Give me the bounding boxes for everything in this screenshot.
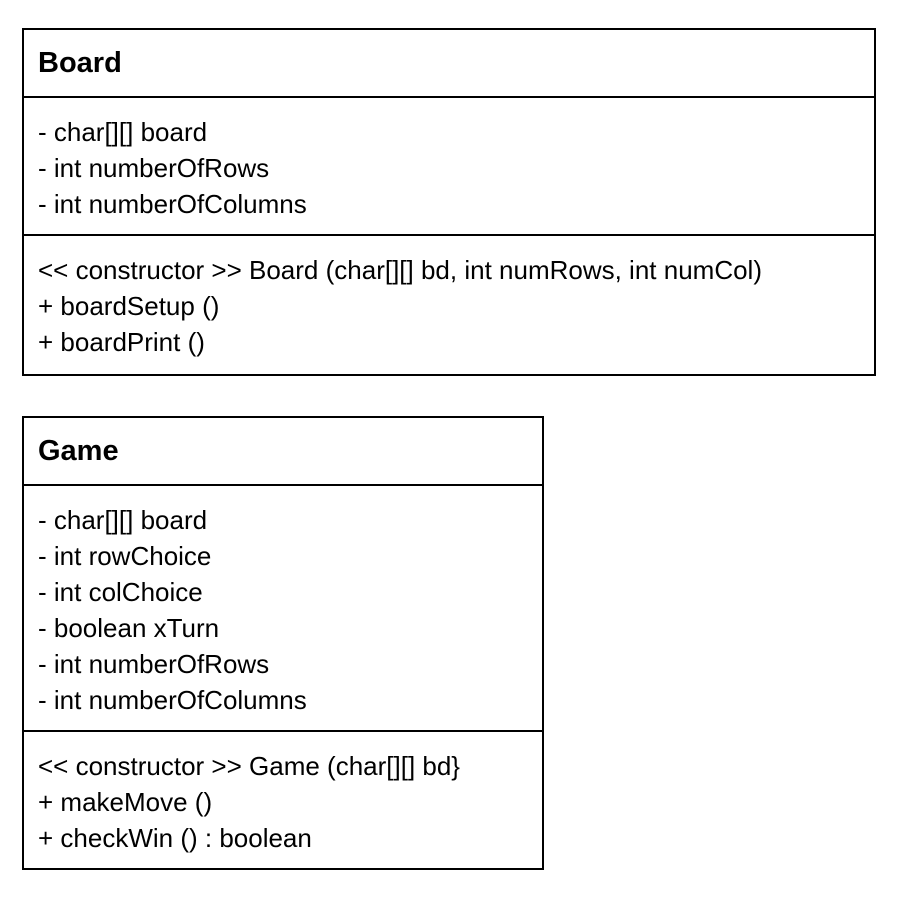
method: + boardSetup (): [38, 291, 220, 321]
board-class-box: Board - char[][] board - int numberOfRow…: [22, 28, 876, 376]
attribute: - char[][] board: [38, 505, 208, 535]
methods-section: << constructor >> Board (char[][] bd, in…: [24, 236, 874, 360]
game-class-box: Game - char[][] board - int rowChoice - …: [22, 416, 544, 870]
attribute: - int rowChoice: [38, 541, 212, 571]
attributes-section: - char[][] board - int numberOfRows - in…: [24, 98, 874, 236]
attribute: - int numberOfRows: [38, 649, 270, 679]
attribute: - boolean xTurn: [38, 613, 220, 643]
class-name-section: Board: [24, 30, 874, 98]
attribute: - int colChoice: [38, 577, 203, 607]
attributes-section: - char[][] board - int rowChoice - int c…: [24, 486, 542, 732]
method: + checkWin () : boolean: [38, 823, 312, 853]
class-name: Game: [38, 435, 119, 467]
attribute: - char[][] board: [38, 117, 208, 147]
class-name: Board: [38, 47, 122, 79]
methods-section: << constructor >> Game (char[][] bd} + m…: [24, 732, 542, 856]
attribute: - int numberOfRows: [38, 153, 270, 183]
method: << constructor >> Board (char[][] bd, in…: [38, 255, 762, 285]
method: + makeMove (): [38, 787, 213, 817]
attribute: - int numberOfColumns: [38, 685, 307, 715]
method: << constructor >> Game (char[][] bd}: [38, 751, 460, 781]
class-name-section: Game: [24, 418, 542, 486]
method: + boardPrint (): [38, 327, 205, 357]
attribute: - int numberOfColumns: [38, 189, 307, 219]
